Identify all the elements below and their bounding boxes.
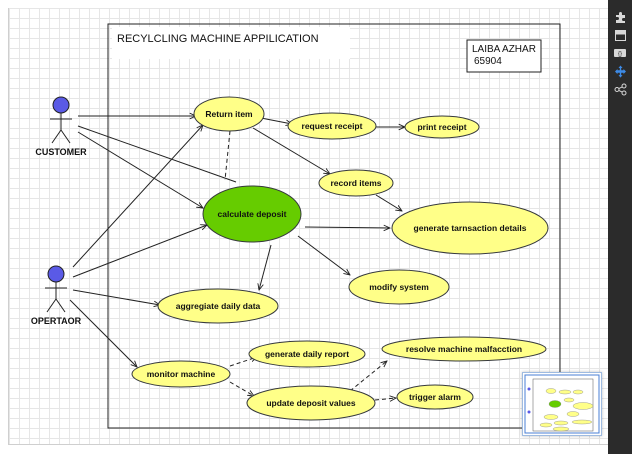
- title-box[interactable]: [112, 27, 350, 59]
- usecase-print-receipt[interactable]: print receipt: [404, 115, 480, 139]
- right-toolbar: {}: [608, 0, 632, 454]
- edge-operator-monitor: [69, 299, 137, 367]
- usecase-monitor-machine-label: monitor machine: [147, 369, 216, 379]
- diagram-title: RECYLCLING MACHINE APPILICATION: [117, 33, 319, 45]
- usecase-update-deposit[interactable]: update deposit values: [246, 385, 376, 421]
- actor-customer-head: [52, 96, 70, 114]
- edge-operator-return: [72, 125, 203, 268]
- edge-operator-calc: [72, 225, 207, 278]
- system-boundary[interactable]: [107, 23, 561, 429]
- edge-update-resolve: [349, 361, 387, 392]
- usecase-monitor-machine[interactable]: monitor machine: [131, 360, 231, 388]
- edge-update-alarm: [374, 398, 396, 400]
- usecase-resolve-malfunction-label: resolve machine malfacction: [406, 344, 522, 354]
- usecase-return-item[interactable]: Return item: [193, 96, 265, 132]
- usecase-record-items[interactable]: record items: [318, 169, 394, 197]
- edge-return-calc-dashed: [224, 130, 231, 181]
- puzzle-icon[interactable]: [611, 8, 629, 26]
- author-box[interactable]: [466, 39, 542, 73]
- edge-record-transaction: [375, 194, 402, 211]
- window-edge: [632, 0, 644, 454]
- edge-operator-aggregate: [72, 289, 160, 305]
- edge-calc-aggregate: [259, 244, 272, 290]
- usecase-calculate-deposit[interactable]: calculate deposit: [202, 185, 302, 243]
- usecase-request-receipt[interactable]: request receipt: [287, 112, 377, 140]
- minimap-preview: [524, 374, 600, 434]
- usecase-print-receipt-label: print receipt: [417, 122, 466, 132]
- actor-customer-label: CUSTOMER: [35, 147, 87, 157]
- edge-calc-modify: [297, 235, 350, 275]
- layout-icon[interactable]: [611, 26, 629, 44]
- usecase-request-receipt-label: request receipt: [302, 121, 363, 131]
- usecase-generate-transaction-label: generate tarnsaction details: [414, 223, 527, 233]
- usecase-generate-transaction[interactable]: generate tarnsaction details: [391, 201, 549, 255]
- edge-return-request: [260, 117, 292, 124]
- move-icon[interactable]: [611, 62, 629, 80]
- edge-monitor-update: [229, 381, 254, 396]
- outline-minimap[interactable]: [522, 372, 602, 436]
- actor-operator[interactable]: [45, 265, 67, 313]
- edge-customer-calc-a: [77, 125, 237, 183]
- usecase-return-item-label: Return item: [205, 109, 253, 119]
- usecase-update-deposit-label: update deposit values: [266, 398, 356, 408]
- edge-calc-transaction: [304, 227, 390, 228]
- data-icon[interactable]: {}: [611, 44, 629, 62]
- edge-customer-calc-b: [77, 131, 203, 208]
- usecase-generate-report[interactable]: generate daily report: [248, 340, 366, 368]
- usecase-aggregate-daily-label: aggregiate daily data: [176, 301, 261, 311]
- author-id: 65904: [474, 56, 502, 67]
- usecase-trigger-alarm[interactable]: trigger alarm: [396, 384, 474, 410]
- usecase-modify-system[interactable]: modify system: [348, 269, 450, 305]
- usecase-modify-system-label: modify system: [369, 282, 429, 292]
- usecase-calculate-deposit-label: calculate deposit: [218, 209, 287, 219]
- share-icon[interactable]: [611, 80, 629, 98]
- usecase-trigger-alarm-label: trigger alarm: [409, 392, 461, 402]
- usecase-record-items-label: record items: [330, 178, 381, 188]
- actor-operator-head: [47, 265, 65, 283]
- usecase-generate-report-label: generate daily report: [265, 349, 349, 359]
- usecase-resolve-malfunction[interactable]: resolve machine malfacction: [381, 336, 547, 362]
- edge-return-record: [252, 127, 330, 174]
- actor-customer[interactable]: [50, 96, 72, 144]
- actor-operator-label: OPERTAOR: [31, 316, 82, 326]
- usecase-aggregate-daily[interactable]: aggregiate daily data: [157, 288, 279, 324]
- author-name: LAIBA AZHAR: [472, 44, 536, 55]
- svg-text:{}: {}: [618, 52, 622, 58]
